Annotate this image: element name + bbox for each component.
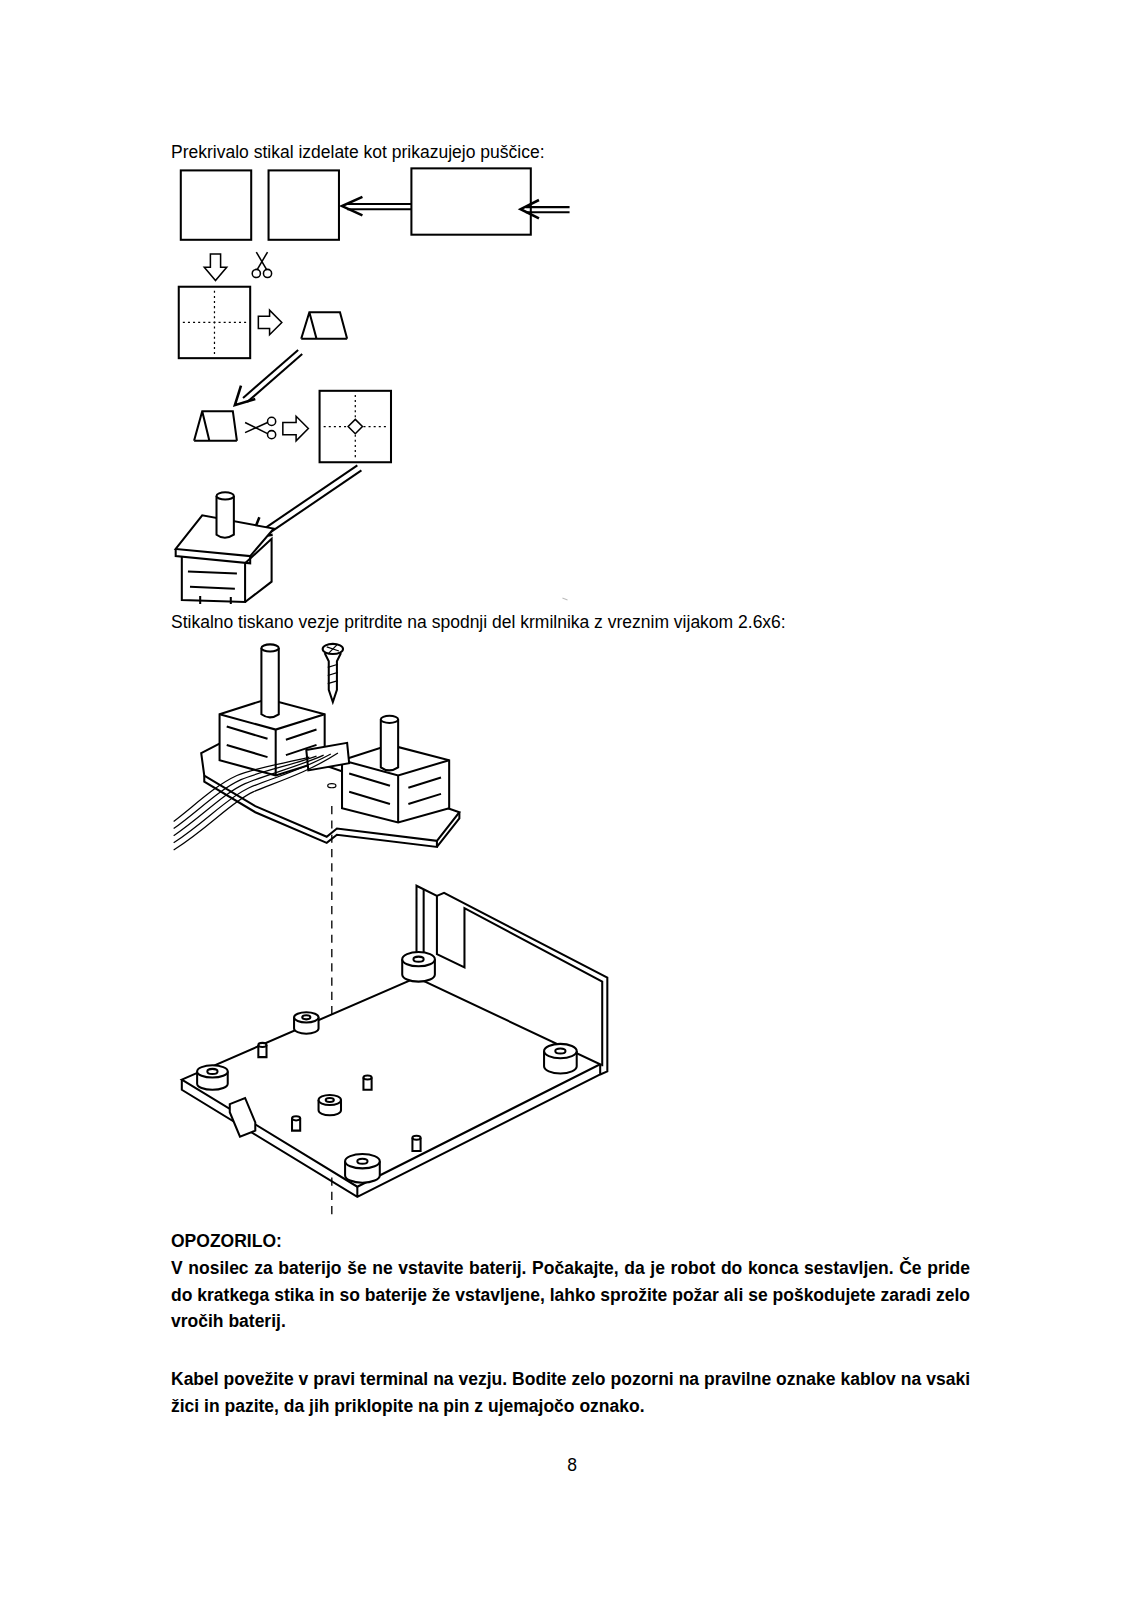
page-number: 8 <box>560 1452 584 1479</box>
warning-heading: OPOZORILO: <box>171 1228 571 1255</box>
warning-text: V nosilec za baterijo še ne vstavite bat… <box>171 1255 970 1335</box>
instruction-text: Prekrivalo stikal izdelate kot prikazuje… <box>171 139 1071 166</box>
instruction-text: Stikalno tiskano vezje pritrdite na spod… <box>171 609 1091 636</box>
warning-text: Kabel povežite v pravi terminal na vezju… <box>171 1366 970 1419</box>
